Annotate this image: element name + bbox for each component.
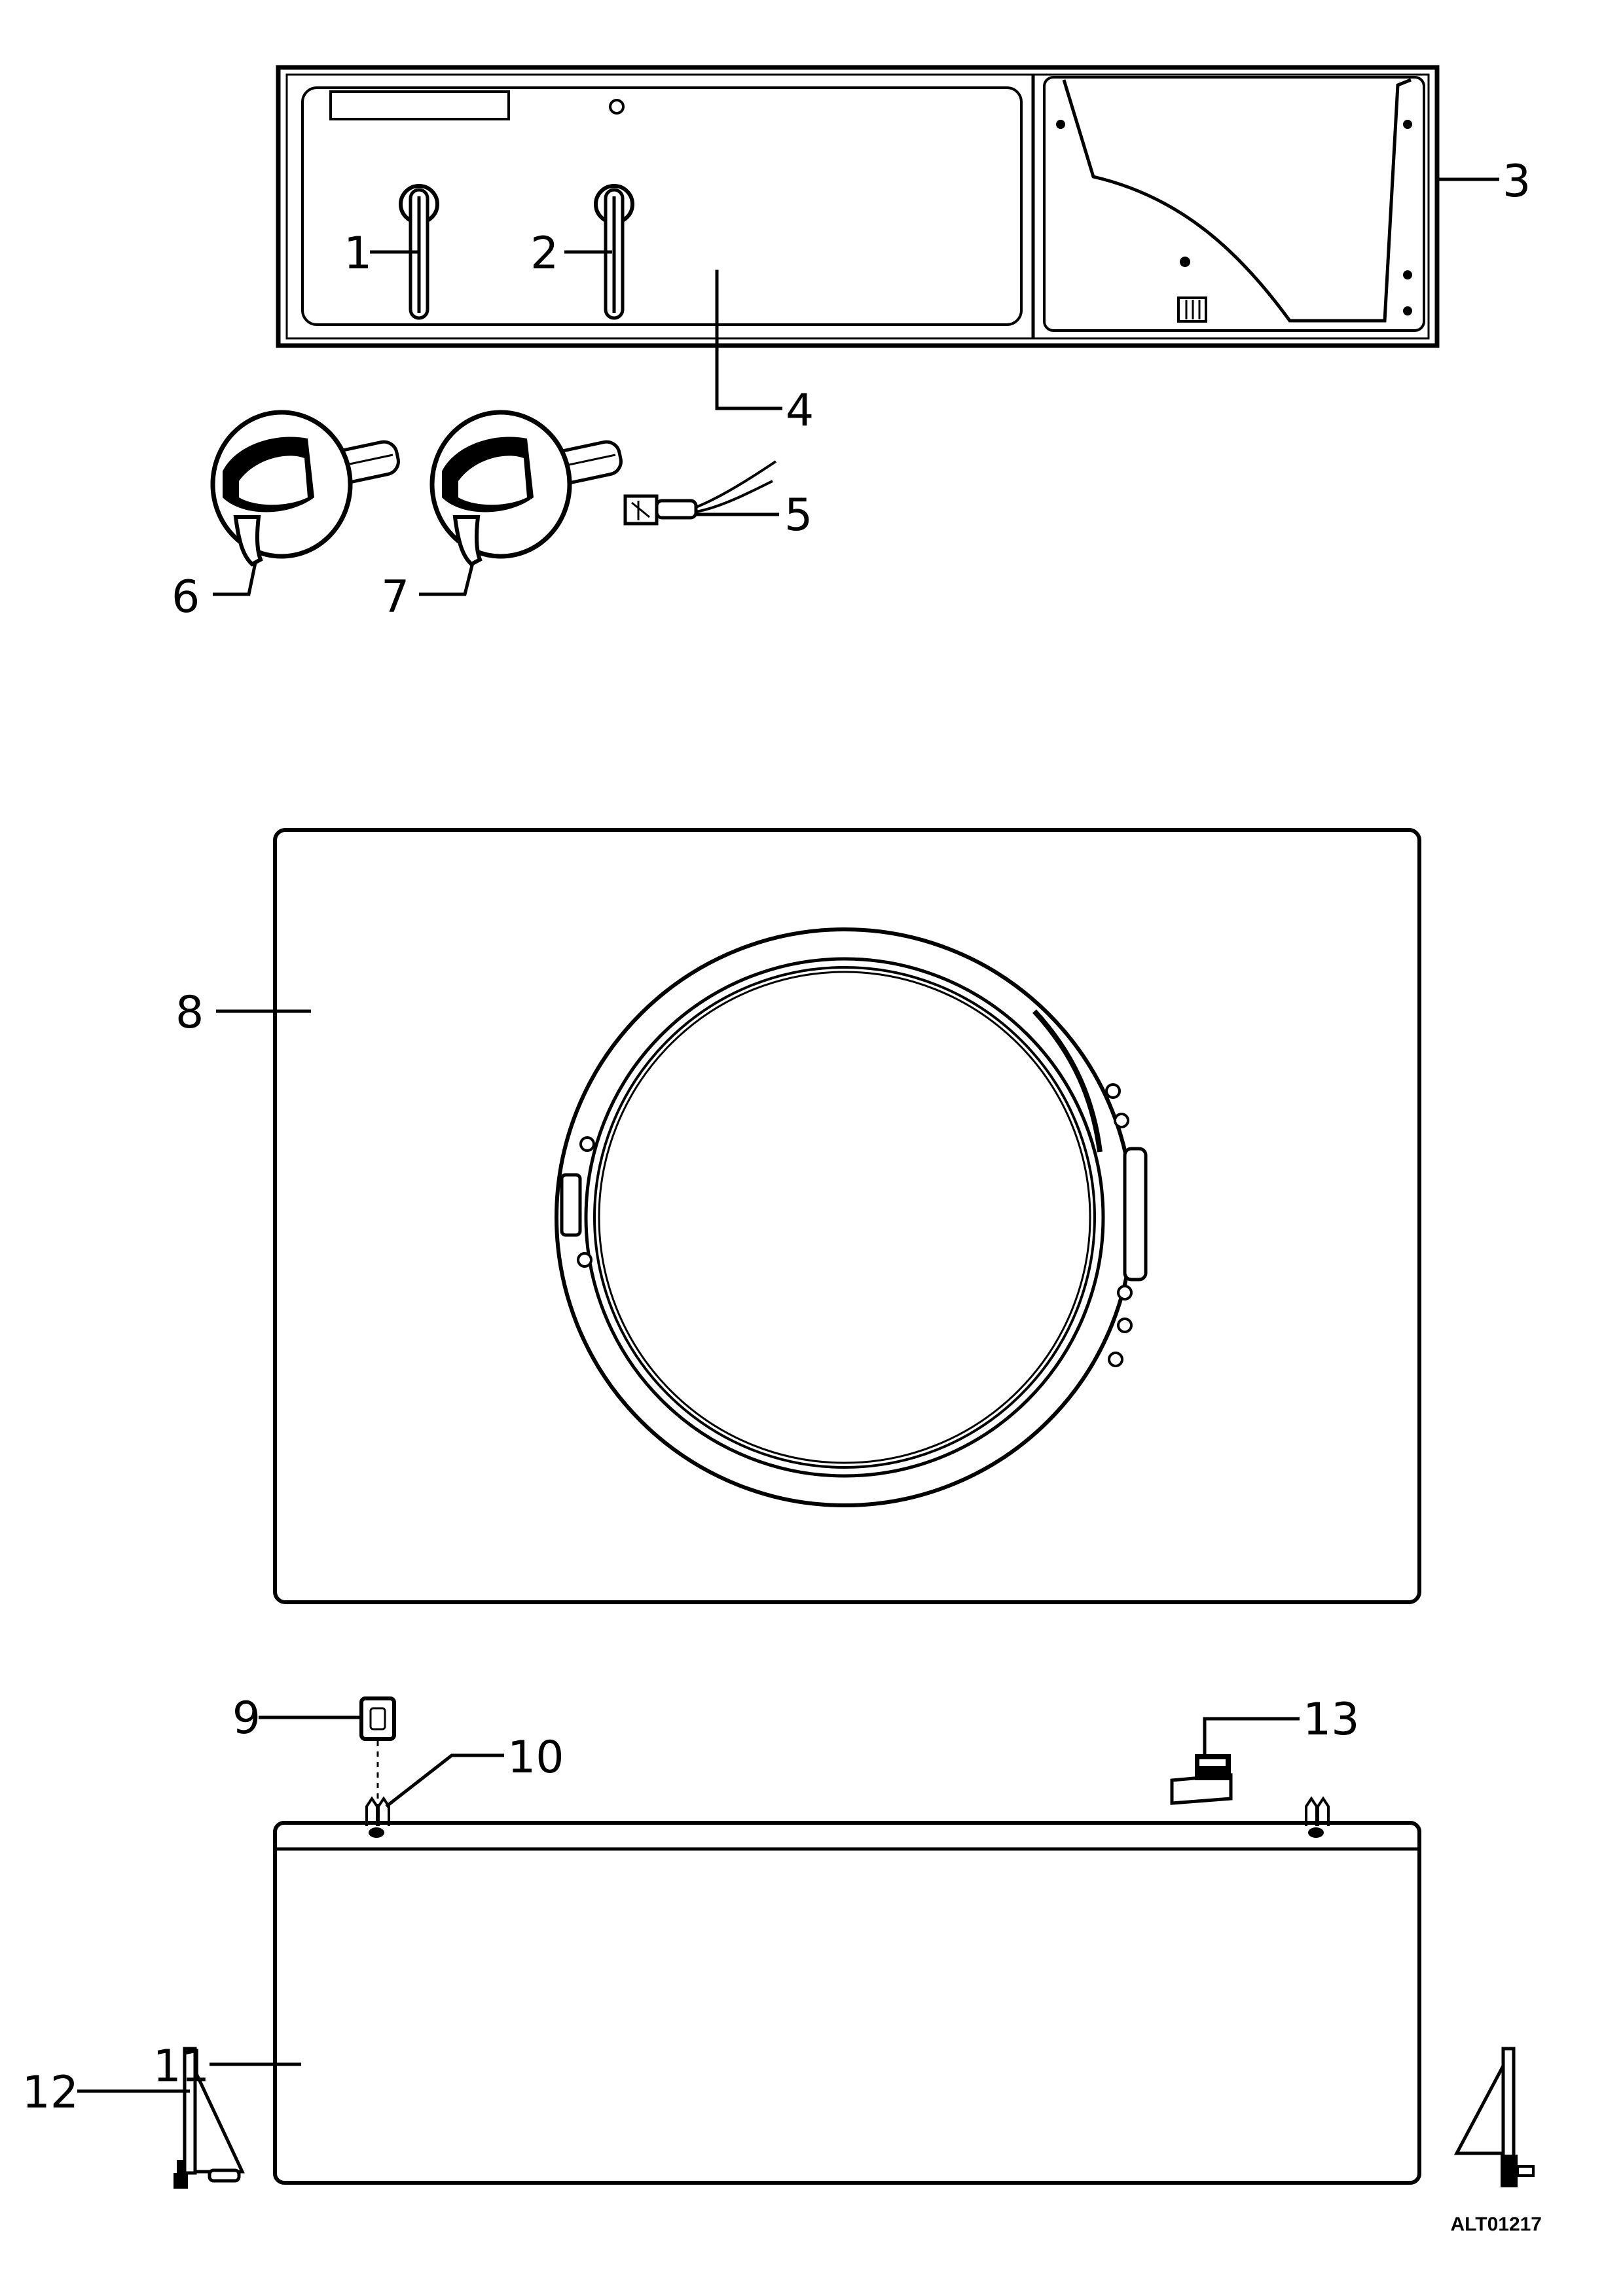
control-panel — [276, 65, 1440, 348]
bracket-right — [1453, 2047, 1535, 2187]
callout-labels: 1 2 3 4 5 6 7 8 9 10 11 12 13 — [22, 156, 1531, 2119]
knob-slot-1 — [399, 184, 439, 320]
callout-12: 12 — [22, 2067, 79, 2119]
bracket-12-left — [77, 2047, 245, 2189]
callout-13: 13 — [1303, 1694, 1360, 1746]
knob-slot-2 — [594, 184, 634, 320]
callout-7: 7 — [381, 571, 409, 623]
callout-1: 1 — [344, 228, 372, 279]
front-panel — [216, 828, 1421, 1604]
porthole-ring — [555, 927, 1148, 1507]
callout-8: 8 — [175, 987, 204, 1039]
drawing-code: ALT01217 — [1450, 2214, 1542, 2235]
catch-10 — [365, 1753, 504, 1826]
kickplate — [210, 1821, 1421, 2185]
catch-right — [1305, 1796, 1330, 1826]
dispenser-drawer — [1043, 76, 1425, 332]
callout-6: 6 — [172, 571, 200, 623]
callout-3: 3 — [1503, 156, 1531, 207]
callout-4: 4 — [786, 385, 814, 437]
clip-9 — [259, 1696, 396, 1806]
panel-face — [301, 86, 1023, 326]
label-strip — [329, 90, 510, 120]
panel-hole — [609, 99, 625, 115]
clip-13 — [1170, 1717, 1300, 1805]
callout-9: 9 — [232, 1693, 261, 1744]
indicator-lamp — [623, 460, 779, 526]
callout-11: 11 — [153, 2041, 210, 2092]
callout-5: 5 — [784, 490, 812, 541]
knob-6 — [210, 410, 400, 596]
callout-2: 2 — [530, 228, 558, 279]
callout-10: 10 — [507, 1732, 564, 1784]
knob-7 — [419, 410, 623, 596]
